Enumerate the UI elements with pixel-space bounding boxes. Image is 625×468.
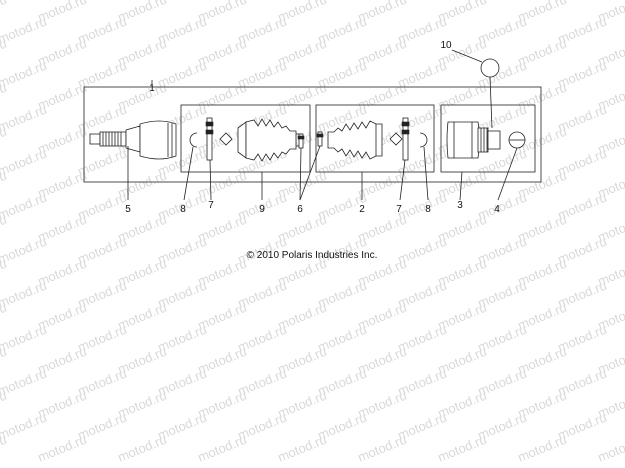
leader-lines bbox=[127, 76, 518, 201]
outer-boot-kit-frame bbox=[180, 104, 311, 173]
inner-boot-part bbox=[327, 120, 383, 160]
assembly-frame bbox=[83, 86, 542, 183]
callout-10: 10 bbox=[440, 40, 452, 51]
outer-cv-joint-part bbox=[89, 120, 177, 160]
watermark-text: motod.ru bbox=[0, 190, 49, 223]
grease-packet-right bbox=[389, 132, 403, 146]
callout-9: 9 bbox=[259, 204, 265, 215]
watermark-text: motod.ru bbox=[0, 410, 49, 443]
circlip-left-part bbox=[189, 132, 198, 148]
inner-cv-joint-part bbox=[446, 121, 501, 159]
boot-clamp-right-part bbox=[401, 117, 410, 161]
callout-1: 1 bbox=[149, 83, 155, 94]
watermark-text: motod.ru bbox=[196, 432, 249, 465]
circlip-right-part bbox=[419, 132, 428, 148]
grease-packet-left bbox=[219, 132, 233, 146]
outer-boot-part bbox=[237, 118, 302, 162]
callout-4: 4 bbox=[494, 204, 500, 215]
small-clamp-part bbox=[297, 131, 324, 149]
callout-labels: 1 5 8 7 9 6 2 7 8 3 4 10 bbox=[125, 40, 500, 215]
watermark-text: motod.ru bbox=[116, 432, 169, 465]
copyright-notice: © 2010 Polaris Industries Inc. bbox=[247, 250, 378, 261]
watermark-text: motod.ru bbox=[0, 234, 49, 267]
watermark-text: motod.ru bbox=[0, 0, 9, 25]
watermark-text: motod.ru bbox=[36, 432, 89, 465]
watermark-text: motod.ru bbox=[0, 14, 49, 47]
watermark-text: motod.ru bbox=[0, 322, 49, 355]
callout-7-right: 7 bbox=[396, 204, 402, 215]
watermark-text: motod.ru bbox=[516, 432, 569, 465]
leader-10-top bbox=[451, 49, 483, 63]
callout-3: 3 bbox=[457, 200, 463, 211]
callout-8-right: 8 bbox=[425, 204, 431, 215]
o-ring-part bbox=[480, 58, 500, 78]
watermark-text: motod.ru bbox=[0, 146, 49, 179]
callout-5: 5 bbox=[125, 204, 131, 215]
watermark-text: motod.ru bbox=[0, 58, 49, 91]
watermark-text: motod.ru bbox=[0, 366, 49, 399]
inner-joint-kit-frame bbox=[440, 104, 536, 173]
callout-8-left: 8 bbox=[180, 204, 186, 215]
callout-7-left: 7 bbox=[208, 200, 214, 211]
watermark-text: motod.ru bbox=[356, 432, 409, 465]
watermark-text: motod.ru bbox=[0, 102, 49, 135]
boot-clamp-left-part bbox=[205, 117, 214, 161]
watermark-text: motod.ru bbox=[276, 432, 329, 465]
watermark-text: motod.ru bbox=[0, 278, 49, 311]
callout-6: 6 bbox=[297, 204, 303, 215]
inner-boot-kit-frame bbox=[315, 104, 435, 173]
callout-2: 2 bbox=[359, 204, 365, 215]
watermark-text: motod.ru bbox=[596, 432, 625, 465]
watermark-text: motod.ru bbox=[436, 432, 489, 465]
retaining-ring-part bbox=[508, 131, 526, 149]
